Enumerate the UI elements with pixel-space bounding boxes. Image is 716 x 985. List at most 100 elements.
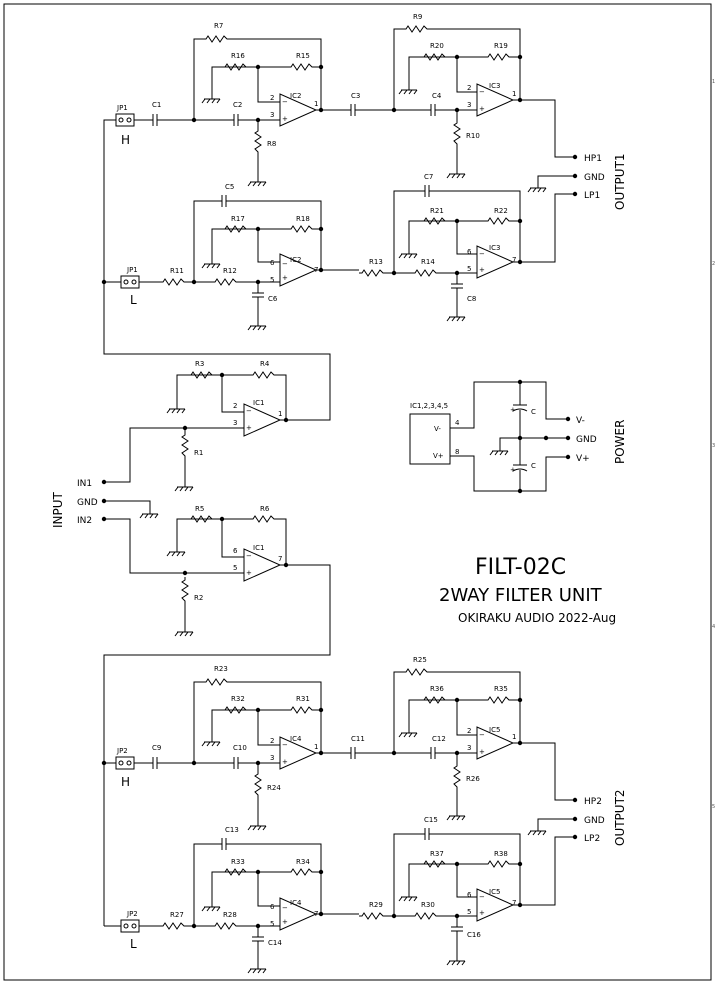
power-cap-label: C [531, 408, 536, 416]
r26-label: R26 [466, 775, 480, 783]
c9-label: C9 [152, 744, 161, 752]
grid-ref-right: 1 2 3 4 5 [712, 79, 715, 810]
sign: − [479, 893, 485, 901]
r35-label: R35 [494, 685, 508, 693]
c1-label: C1 [152, 101, 161, 109]
in1-label: IN1 [77, 479, 92, 489]
r22-label: R22 [494, 207, 508, 215]
r24-label: R24 [267, 784, 281, 792]
r23-label: R23 [214, 665, 228, 673]
power-ic-label: IC1,2,3,4,5 [410, 402, 448, 410]
sign: − [246, 407, 252, 415]
sign: + [479, 105, 485, 113]
vplus-label: V+ [576, 454, 590, 464]
gnd-input-label: GND [77, 498, 98, 508]
ic5a-label: IC5 [489, 726, 500, 734]
ic4a-label: IC4 [290, 735, 302, 743]
title-author: OKIRAKU AUDIO 2022-Aug [458, 611, 616, 625]
pin-label: 3 [467, 101, 471, 109]
r33-label: R33 [231, 858, 245, 866]
pin-label: 1 [512, 733, 516, 741]
sign: − [282, 741, 288, 749]
pin-label: 6 [467, 248, 472, 256]
c4-label: C4 [432, 92, 442, 100]
c8-label: C8 [467, 295, 476, 303]
sign: + [479, 748, 485, 756]
input-section: INPUT IN1 GND IN2 R1 IC1 2 3 − + 1 R3 R4… [51, 282, 331, 926]
vminus-label: V- [576, 416, 585, 426]
pin-label: 7 [278, 555, 282, 563]
c10-label: C10 [233, 744, 247, 752]
sign: − [479, 250, 485, 258]
sign: + [282, 918, 288, 926]
sheet-border [3, 3, 712, 981]
ic2b-label: IC2 [290, 256, 301, 264]
r9-label: R9 [413, 13, 422, 21]
c6-label: C6 [268, 295, 278, 303]
r25-label: R25 [413, 656, 427, 664]
grid-ref: 1 [712, 79, 715, 85]
r30-label: R30 [421, 901, 435, 909]
c5-label: C5 [225, 183, 234, 191]
lp2-label: LP2 [584, 834, 600, 844]
ic3b-label: IC3 [489, 244, 500, 252]
pin-label: 2 [233, 402, 237, 410]
pin-label: 6 [467, 891, 472, 899]
power-block-label: POWER [613, 420, 627, 464]
pin-label: 1 [278, 410, 282, 418]
input-block-label: INPUT [51, 491, 65, 528]
hp2-label: HP2 [584, 797, 602, 807]
sign: − [246, 552, 252, 560]
r2-label: R2 [194, 594, 203, 602]
jp2-l-label: JP2 [126, 910, 138, 918]
cap-polarity: + [510, 466, 516, 474]
pin-label: 1 [314, 743, 318, 751]
ic1a-label: IC1 [253, 399, 264, 407]
grid-ref: 4 [712, 624, 715, 630]
c15-label: C15 [424, 816, 438, 824]
r29-label: R29 [369, 901, 383, 909]
output2-block-label: OUTPUT2 [613, 789, 627, 846]
pin-label: 3 [467, 744, 471, 752]
title-block: FILT-02C 2WAY FILTER UNIT OKIRAKU AUDIO … [439, 555, 616, 625]
r18-label: R18 [296, 215, 310, 223]
r28-label: R28 [223, 911, 237, 919]
gnd-out2-label: GND [584, 816, 605, 826]
r8-label: R8 [267, 140, 276, 148]
pin-label: 7 [512, 256, 516, 264]
power-vm-pin: V- [434, 425, 441, 433]
sign: + [282, 274, 288, 282]
pin-label: 6 [270, 259, 275, 267]
pin-label: 2 [270, 737, 274, 745]
c2-label: C2 [233, 101, 242, 109]
pin-label: 3 [270, 754, 274, 762]
ic1b-label: IC1 [253, 544, 264, 552]
channel-2: JP2 H C9 C10 R24 IC4 2 3 − + 1 R32 R31 R… [101, 656, 627, 974]
pin-label: 5 [233, 564, 237, 572]
jp2-h-label: JP2 [116, 747, 128, 755]
jp2-l-tag: L [130, 937, 137, 951]
grid-ref: 3 [712, 443, 715, 449]
sign: + [479, 909, 485, 917]
pin-label: 6 [270, 903, 275, 911]
lp1-label: LP1 [584, 191, 600, 201]
ic3a-label: IC3 [489, 82, 500, 90]
r14-label: R14 [421, 258, 435, 266]
pin-label: 2 [467, 84, 471, 92]
grid-ref: 2 [712, 261, 715, 267]
r32-label: R32 [231, 695, 245, 703]
jp2-h-tag: H [121, 775, 130, 789]
pin-label: 5 [270, 276, 274, 284]
pin-label: 2 [467, 727, 471, 735]
in2-label: IN2 [77, 516, 92, 526]
c16-label: C16 [467, 931, 481, 939]
title-code: FILT-02C [475, 555, 566, 580]
r36-label: R36 [430, 685, 444, 693]
grid-ref: 5 [712, 804, 715, 810]
power-cap-label: C [531, 462, 536, 470]
pin-label: 5 [467, 908, 471, 916]
r31-label: R31 [296, 695, 310, 703]
r19-label: R19 [494, 42, 508, 50]
r4-label: R4 [260, 360, 270, 368]
jp1-l-tag: L [130, 293, 137, 307]
